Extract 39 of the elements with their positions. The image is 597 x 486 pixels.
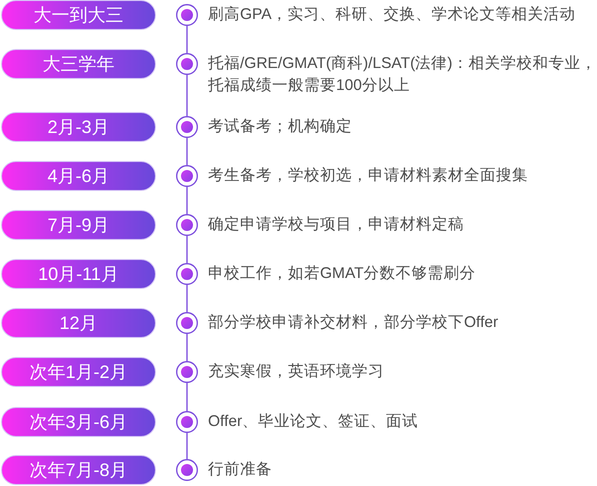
timeline-line — [186, 236, 188, 263]
timeline-dot-icon — [176, 459, 198, 481]
timeline-line — [186, 433, 188, 459]
date-pill: 大三学年 — [1, 49, 156, 79]
timeline-line — [186, 75, 188, 116]
step-description: 考试备考；机构确定 — [208, 117, 353, 137]
date-pill: 7月-9月 — [1, 210, 156, 240]
timeline-line — [186, 383, 188, 411]
timeline-dot-icon — [176, 263, 198, 285]
timeline-dot-icon — [176, 214, 198, 236]
date-pill: 次年3月-6月 — [1, 407, 156, 437]
date-pill: 4月-6月 — [1, 161, 156, 191]
step-description: 充实寒假，英语环境学习 — [208, 362, 385, 382]
timeline-dot-icon — [176, 4, 198, 26]
timeline-dot-icon — [176, 53, 198, 75]
step-description: 考生备考，学校初选，申请材料素材全面搜集 — [208, 166, 529, 186]
step-description: 托福/GRE/GMAT(商科)/LSAT(法律)：相关学校和专业，托福成绩一般需要100分以上 — [208, 54, 597, 96]
date-pill: 大一到大三 — [1, 0, 156, 30]
timeline-dot-icon — [176, 411, 198, 433]
date-pill: 次年1月-2月 — [1, 357, 156, 387]
timeline-dot-icon — [176, 116, 198, 138]
timeline-line — [186, 285, 188, 312]
step-description: 部分学校申请补交材料，部分学校下Offer — [208, 313, 500, 333]
timeline-dot-icon — [176, 165, 198, 187]
timeline-dot-icon — [176, 361, 198, 383]
date-pill: 次年7月-8月 — [1, 455, 156, 485]
step-description: 申校工作，如若GMAT分数不够需刷分 — [208, 264, 477, 284]
timeline-dot-icon — [176, 312, 198, 334]
step-description: Offer、毕业论文、签证、面试 — [208, 412, 420, 432]
date-pill: 12月 — [1, 308, 156, 338]
step-description: 刷高GPA，实习、科研、交换、学术论文等相关活动 — [208, 5, 577, 25]
step-description: 确定申请学校与项目，申请材料定稿 — [208, 215, 465, 235]
date-pill: 2月-3月 — [1, 112, 156, 142]
step-description: 行前准备 — [208, 460, 273, 480]
timeline-line — [186, 187, 188, 214]
date-pill: 10月-11月 — [1, 259, 156, 289]
timeline-line — [186, 138, 188, 165]
timeline-line — [186, 334, 188, 361]
timeline-line — [186, 26, 188, 53]
